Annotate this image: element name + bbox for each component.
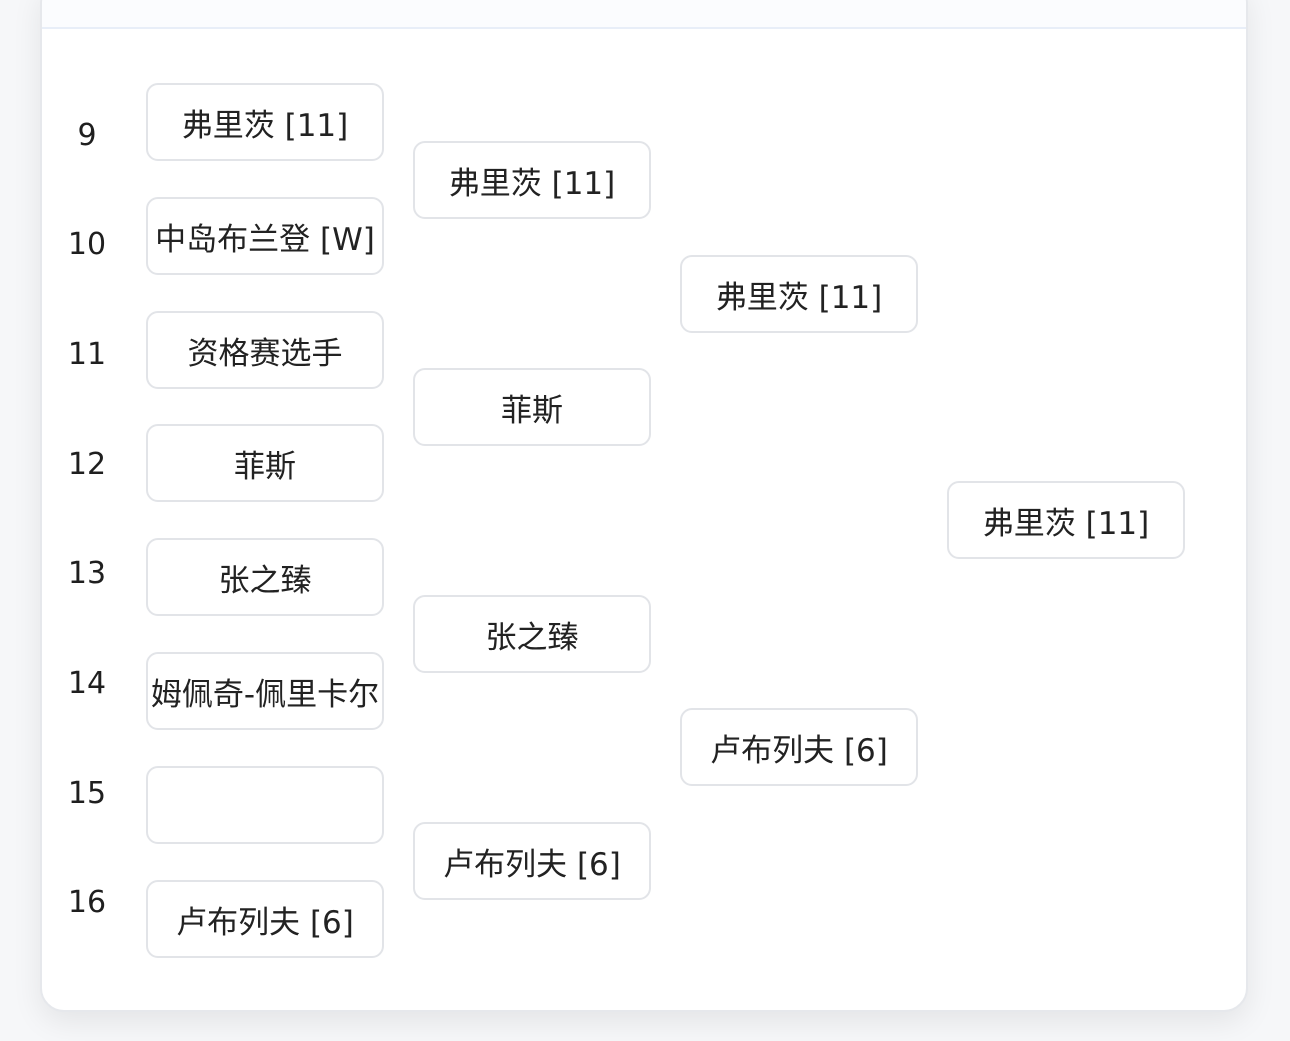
round2-player-slot[interactable]: 弗里茨 [11] (413, 141, 651, 219)
seed-number: 13 (67, 556, 107, 591)
round2-player-slot[interactable]: 菲斯 (413, 368, 651, 446)
seed-number: 9 (77, 118, 97, 153)
round3-player-slot[interactable]: 弗里茨 [11] (680, 255, 918, 333)
bracket-card: 9 10 11 12 13 14 15 16 弗里茨 [11] 中岛布兰登 [W… (40, 0, 1248, 1012)
round1-player-slot[interactable]: 中岛布兰登 [W] (146, 197, 384, 275)
round3-player-slot[interactable]: 卢布列夫 [6] (680, 708, 918, 786)
round2-player-slot[interactable]: 张之臻 (413, 595, 651, 673)
round1-player-slot[interactable]: 菲斯 (146, 424, 384, 502)
round1-player-slot[interactable]: 卢布列夫 [6] (146, 880, 384, 958)
seed-number: 11 (67, 337, 107, 372)
round1-player-slot[interactable]: 姆佩奇-佩里卡尔 (146, 652, 384, 730)
round1-player-slot[interactable]: 张之臻 (146, 538, 384, 616)
round2-player-slot[interactable]: 卢布列夫 [6] (413, 822, 651, 900)
seed-number: 15 (67, 776, 107, 811)
round1-player-slot[interactable]: 资格赛选手 (146, 311, 384, 389)
seed-number: 10 (67, 227, 107, 262)
seed-number: 12 (67, 447, 107, 482)
card-header-strip (42, 0, 1246, 29)
seed-number: 14 (67, 666, 107, 701)
seed-number: 16 (67, 885, 107, 920)
round1-player-slot[interactable]: 弗里茨 [11] (146, 83, 384, 161)
round4-player-slot[interactable]: 弗里茨 [11] (947, 481, 1185, 559)
round1-player-slot-empty[interactable] (146, 766, 384, 844)
